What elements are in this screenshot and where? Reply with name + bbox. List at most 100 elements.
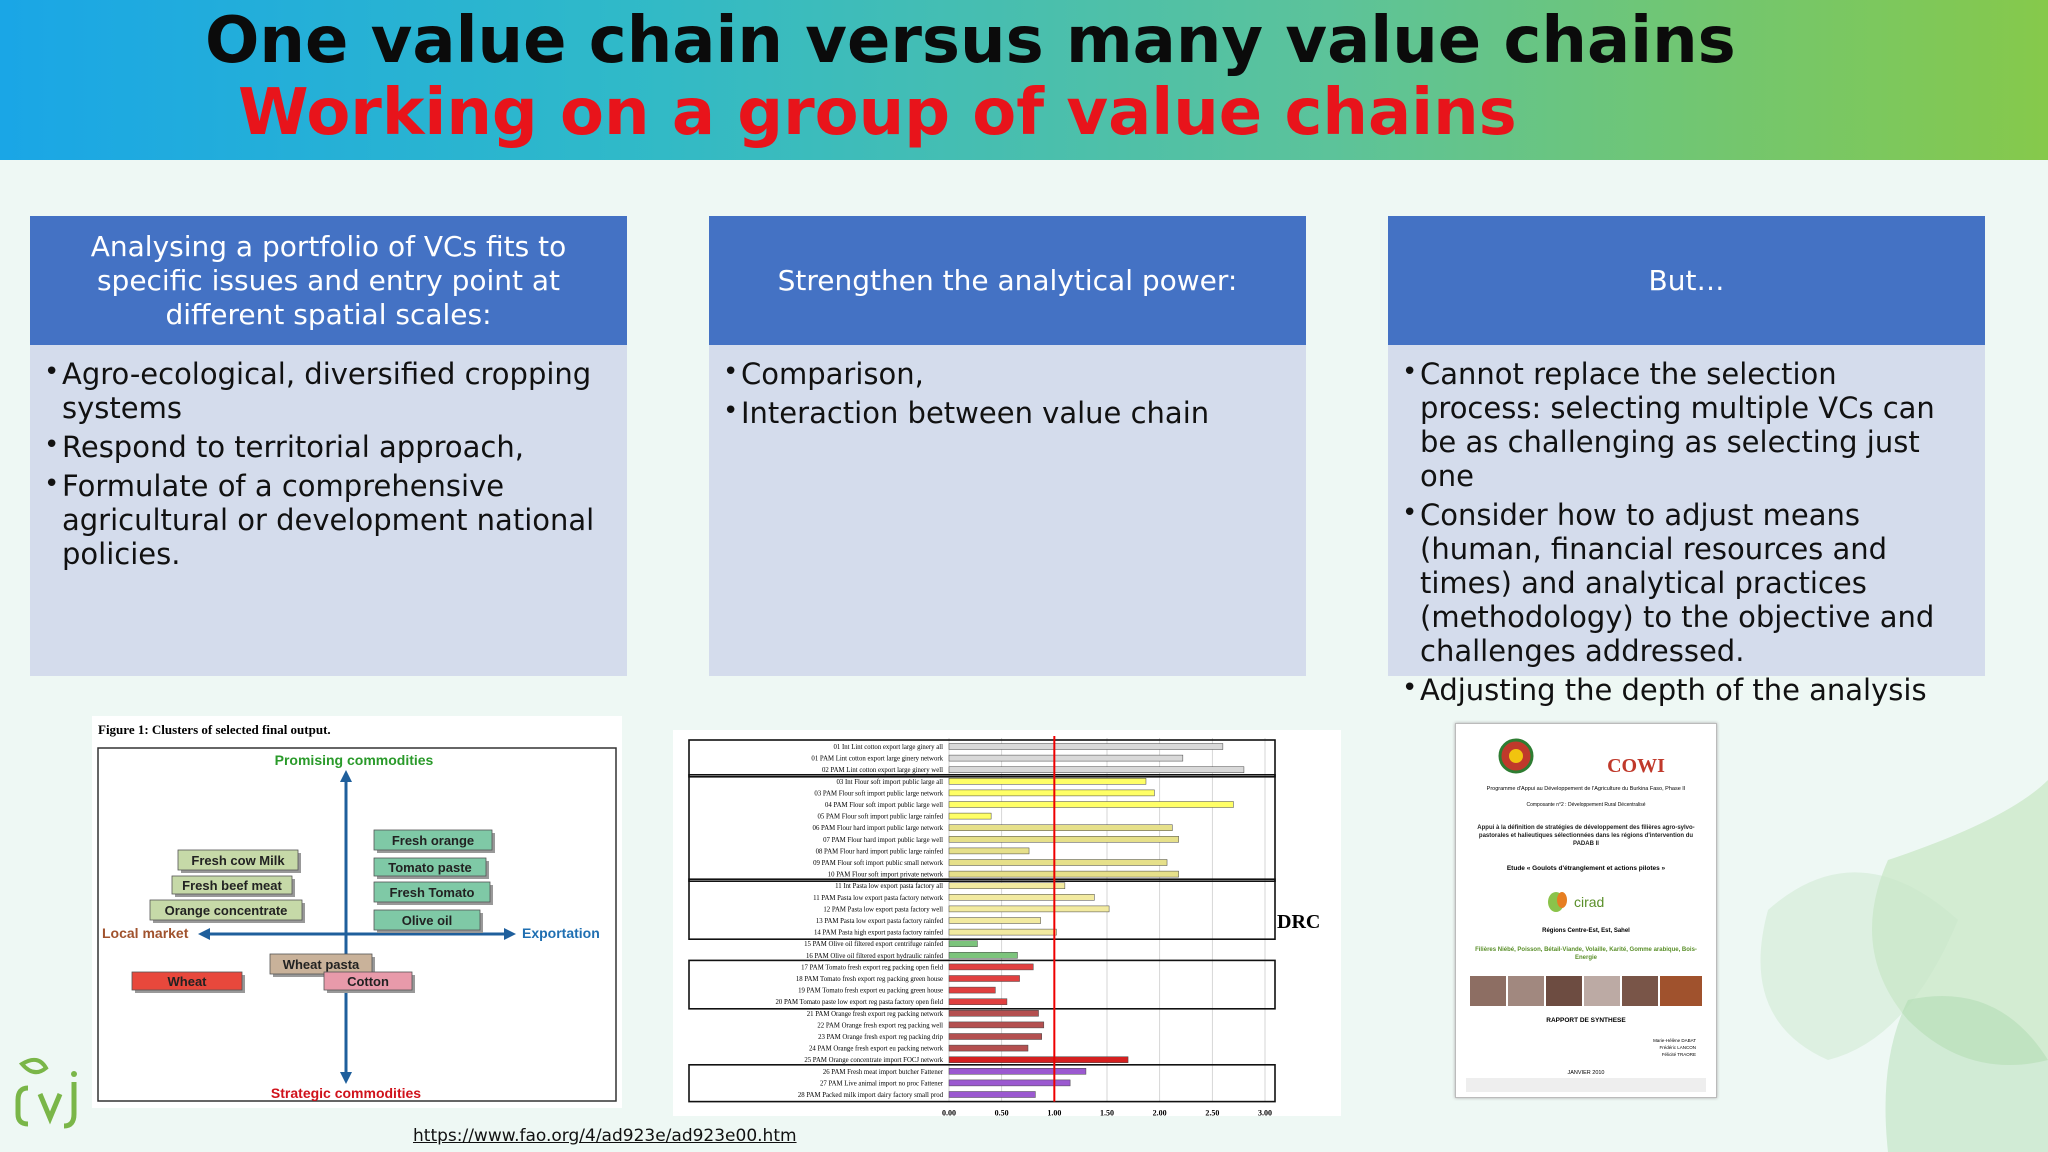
arrow-left-icon	[198, 928, 210, 940]
bar	[948, 882, 1066, 889]
group-box	[688, 1063, 1276, 1103]
item-box	[149, 899, 303, 921]
bar	[948, 778, 1147, 785]
slide-subtitle: Working on a group of value chains	[238, 76, 1517, 150]
item-box	[373, 857, 487, 877]
cluster-item: Fresh cow Milk	[177, 849, 301, 873]
seal-center-icon	[1509, 749, 1523, 763]
decorative-leaves	[1760, 780, 2048, 1152]
category-label: 03 Int Flour soft import public large al…	[836, 779, 943, 786]
leaf-shape	[1872, 780, 2048, 1065]
category-label: 11 PAM Pasta low export pasta factory ne…	[813, 895, 944, 902]
bar	[948, 952, 1018, 959]
category-label: 09 PAM Flour soft import public small ne…	[813, 860, 943, 867]
footer-strip	[1466, 1078, 1706, 1092]
x-tick-label: 0.00	[942, 1109, 956, 1116]
bar	[948, 940, 978, 947]
cluster-item: Cotton	[323, 971, 415, 993]
category-label: 01 PAM Lint cotton export large ginery n…	[811, 756, 943, 763]
bar	[948, 894, 1095, 901]
arrow-up-icon	[340, 770, 352, 782]
author-1: Marie-Hélène DABAT	[1653, 1038, 1696, 1043]
promising-label: Promising commodities	[275, 752, 434, 768]
category-label: 07 PAM Flour hard import public large we…	[823, 837, 943, 844]
leaf-shape	[1885, 996, 2048, 1152]
chart-annotation: DRC	[1277, 911, 1320, 933]
item-box	[177, 849, 299, 871]
column-body: Agro-ecological, diversified cropping sy…	[30, 345, 627, 676]
vcj-logo	[15, 1057, 77, 1129]
x-tick-label: 1.00	[1047, 1109, 1061, 1116]
bar	[948, 963, 1034, 971]
category-label: 21 PAM Orange fresh export reg packing n…	[807, 1011, 944, 1018]
cowi-logo: COWI	[1607, 755, 1665, 777]
item-box	[269, 953, 373, 975]
cluster-item: Wheat	[131, 971, 245, 993]
bar	[948, 1021, 1045, 1029]
bar	[948, 836, 1179, 843]
subject-text: Appui à la définition de stratégies de d…	[1477, 825, 1695, 847]
category-label: 26 PAM Fresh meat import butcher Fattene…	[823, 1069, 944, 1076]
category-label: 27 PAM Live animal import no proc Fatten…	[820, 1080, 944, 1087]
strategic-label: Strategic commodities	[271, 1085, 421, 1101]
category-label: 28 PAM Packed milk import dairy factory …	[798, 1092, 944, 1099]
slide-title: One value chain versus many value chains	[205, 4, 1736, 78]
cluster-item: Tomato paste	[373, 857, 489, 879]
x-tick-label: 3.00	[1258, 1109, 1272, 1116]
column-body: Comparison, Interaction between value ch…	[709, 345, 1306, 676]
column-portfolio: Analysing a portfolio of VCs fits to spe…	[30, 216, 627, 676]
column-heading: Strengthen the analytical power:	[709, 216, 1306, 345]
filieres-text: Filières Niébé, Poisson, Bétail-Viande, …	[1475, 947, 1697, 961]
category-label: 13 PAM Pasta low export pasta factory ra…	[816, 918, 944, 925]
bullet-item: Consider how to adjust means (human, fin…	[1402, 496, 1967, 668]
bar	[948, 1091, 1036, 1098]
cluster-item: Fresh Tomato	[373, 881, 493, 905]
category-label: 06 PAM Flour hard import public large ne…	[813, 825, 944, 832]
item-box	[373, 881, 491, 903]
x-tick-label: 2.00	[1153, 1109, 1167, 1116]
x-tick-label: 0.50	[995, 1109, 1009, 1116]
bar	[948, 801, 1234, 808]
column-body: Cannot replace the selection process: se…	[1388, 345, 1985, 707]
category-label: 10 PAM Flour soft import private network	[828, 872, 944, 879]
bar	[948, 847, 1030, 855]
item-label: Fresh orange	[392, 833, 474, 848]
bar	[948, 766, 1245, 773]
bullet-item: Agro-ecological, diversified cropping sy…	[44, 355, 609, 425]
photo-wood	[1546, 976, 1582, 1006]
cluster-item: Fresh beef meat	[171, 875, 295, 897]
category-label: 20 PAM Tomato paste low export reg pasta…	[775, 999, 943, 1006]
item-label: Tomato paste	[388, 860, 472, 875]
bar	[948, 917, 1041, 924]
x-tick-label: 2.50	[1205, 1109, 1219, 1116]
title-banner	[0, 0, 2048, 160]
bar	[948, 789, 1155, 797]
column-heading: But…	[1388, 216, 1985, 345]
source-link[interactable]: https://www.fao.org/4/ad923e/ad923e00.ht…	[413, 1126, 797, 1146]
group-box	[688, 739, 1276, 778]
item-box	[373, 909, 481, 931]
category-label: 24 PAM Orange fresh export eu packing ne…	[809, 1046, 944, 1053]
cirad-logo: cirad	[1574, 894, 1604, 910]
item-label: Wheat	[168, 974, 208, 989]
j-glyph-icon	[63, 1082, 77, 1129]
figure-frame	[97, 747, 617, 1102]
bar	[948, 1010, 1039, 1017]
photo-fish	[1584, 976, 1620, 1006]
bullet-item: Adjusting the depth of the analysis	[1402, 671, 1967, 707]
cluster-item: Fresh orange	[373, 829, 495, 853]
photo-gum	[1660, 976, 1702, 1006]
category-label: 05 PAM Flour soft import public large ra…	[817, 814, 943, 821]
author-3: Félicité TRAORE	[1662, 1052, 1696, 1057]
cluster-figure: Figure 1: Clusters of selected final out…	[92, 716, 622, 1108]
bar	[948, 1056, 1129, 1063]
item-box	[323, 971, 413, 991]
author-2: Frédéric LANCON	[1659, 1045, 1696, 1050]
report-date: JANVIER 2010	[1568, 1070, 1605, 1076]
bar	[948, 998, 1008, 1005]
bullet-item: Respond to territorial approach,	[44, 428, 609, 464]
bar	[948, 1068, 1087, 1075]
bar	[948, 905, 1110, 913]
exportation-label: Exportation	[522, 925, 600, 941]
photo-shea	[1622, 976, 1658, 1006]
